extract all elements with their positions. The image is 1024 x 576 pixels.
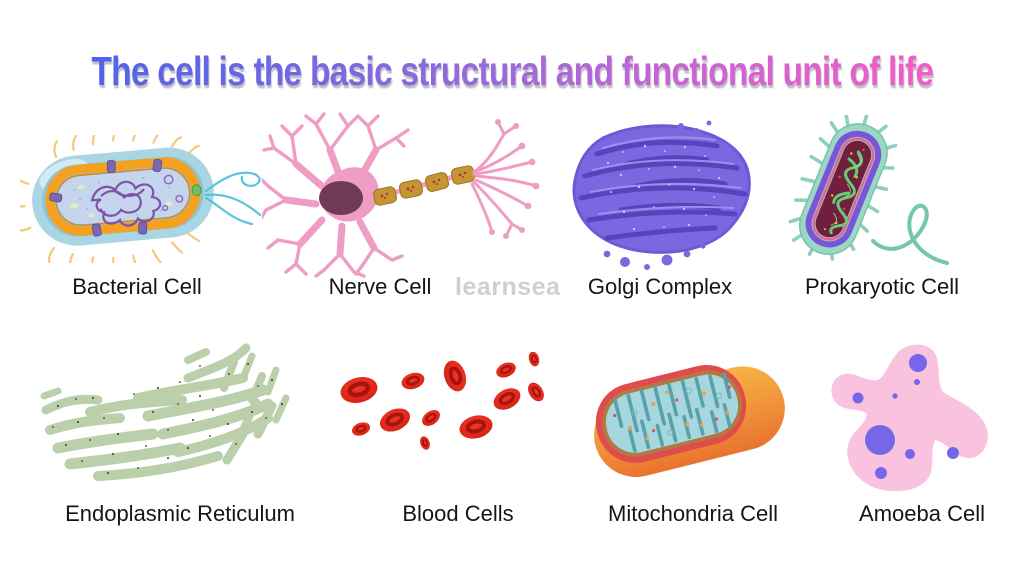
amoeba-cell-illustration bbox=[831, 344, 988, 492]
label-bacterial-cell: Bacterial Cell bbox=[72, 274, 202, 299]
title-bar: The cell is the basic structural and fun… bbox=[0, 48, 1024, 95]
page-title: The cell is the basic structural and fun… bbox=[91, 48, 934, 94]
golgi-complex-figure bbox=[563, 118, 758, 270]
mitochondria-cell-illustration bbox=[594, 365, 785, 478]
label-nerve-cell: Nerve Cell bbox=[328, 274, 432, 299]
nerve-cell-figure bbox=[258, 112, 547, 278]
label-amoeba-cell: Amoeba Cell bbox=[859, 501, 985, 526]
bacterial-cell-figure bbox=[10, 126, 265, 274]
blood-cells-illustration bbox=[335, 349, 549, 452]
blood-cells-figure bbox=[335, 349, 557, 454]
label-endoplasmic-reticulum: Endoplasmic Reticulum bbox=[65, 501, 295, 526]
endoplasmic-reticulum-illustration bbox=[40, 343, 290, 481]
label-prokaryotic-cell: Prokaryotic Cell bbox=[804, 274, 960, 299]
amoeba-cell-figure bbox=[825, 338, 993, 496]
bacterial-cell-illustration bbox=[10, 126, 262, 274]
label-blood-cells: Blood Cells bbox=[402, 501, 514, 526]
prokaryotic-cell-illustration bbox=[788, 111, 949, 265]
label-mitochondria-cell: Mitochondria Cell bbox=[608, 501, 778, 526]
nerve-cell-illustration bbox=[258, 112, 540, 278]
label-golgi-complex: Golgi Complex bbox=[587, 274, 733, 299]
mitochondria-cell-figure bbox=[588, 340, 790, 492]
learnsea-watermark: learnsea bbox=[455, 273, 561, 301]
prokaryotic-cell-figure bbox=[783, 111, 955, 273]
golgi-complex-illustration bbox=[572, 120, 751, 270]
endoplasmic-reticulum-figure bbox=[38, 342, 290, 482]
